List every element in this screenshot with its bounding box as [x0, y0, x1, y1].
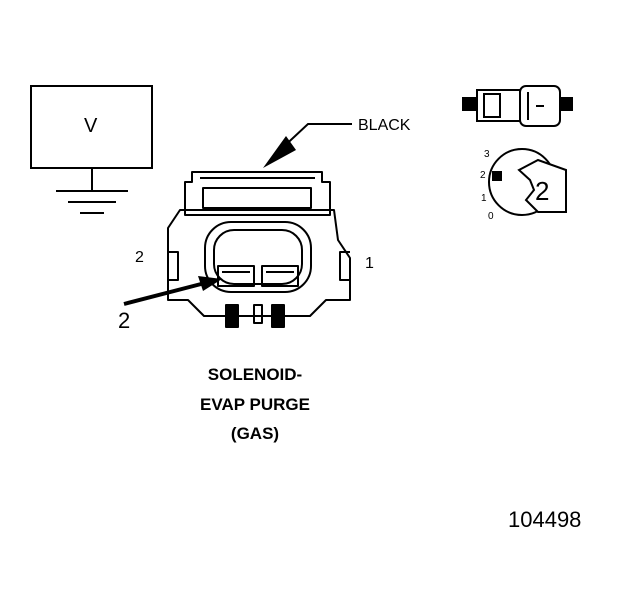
connector-top-housing	[184, 171, 331, 216]
pin-label-left: 2	[135, 249, 144, 266]
dial-position-2: 2	[480, 170, 486, 181]
caption-line-2: EVAP PURGE	[200, 395, 310, 414]
terminal-2	[217, 265, 255, 287]
connector-latch	[202, 187, 312, 209]
dial-indicator	[492, 171, 502, 181]
dial-position-3: 3	[484, 149, 490, 160]
voltmeter	[30, 85, 153, 214]
voltmeter-label: V	[84, 115, 98, 137]
ground-icon	[56, 190, 128, 214]
caption-line-3: (GAS)	[230, 424, 280, 443]
bottom-pin-left	[225, 304, 239, 328]
bottom-pin-right	[271, 304, 285, 328]
solenoid-connector	[167, 171, 351, 328]
connector-color-label: BLACK	[358, 117, 411, 134]
bottom-pin-center	[253, 304, 263, 324]
probe-arrow	[123, 276, 222, 306]
dial-position-0: 0	[488, 211, 494, 222]
connector-cavity	[204, 221, 312, 293]
connector-body	[167, 209, 351, 317]
dial-knob	[517, 158, 567, 213]
black-leader-arrow	[263, 123, 352, 168]
pin-label-right: 1	[365, 255, 374, 272]
plug-icon	[462, 85, 573, 127]
dial-position-1: 1	[481, 193, 487, 204]
dial-setting: 2	[535, 176, 550, 206]
terminal-1	[261, 265, 299, 287]
selector-dial	[488, 148, 567, 216]
figure-number: 104498	[508, 507, 582, 532]
probe-pin-label: 2	[118, 308, 131, 333]
caption-line-1: SOLENOID-	[207, 365, 303, 384]
